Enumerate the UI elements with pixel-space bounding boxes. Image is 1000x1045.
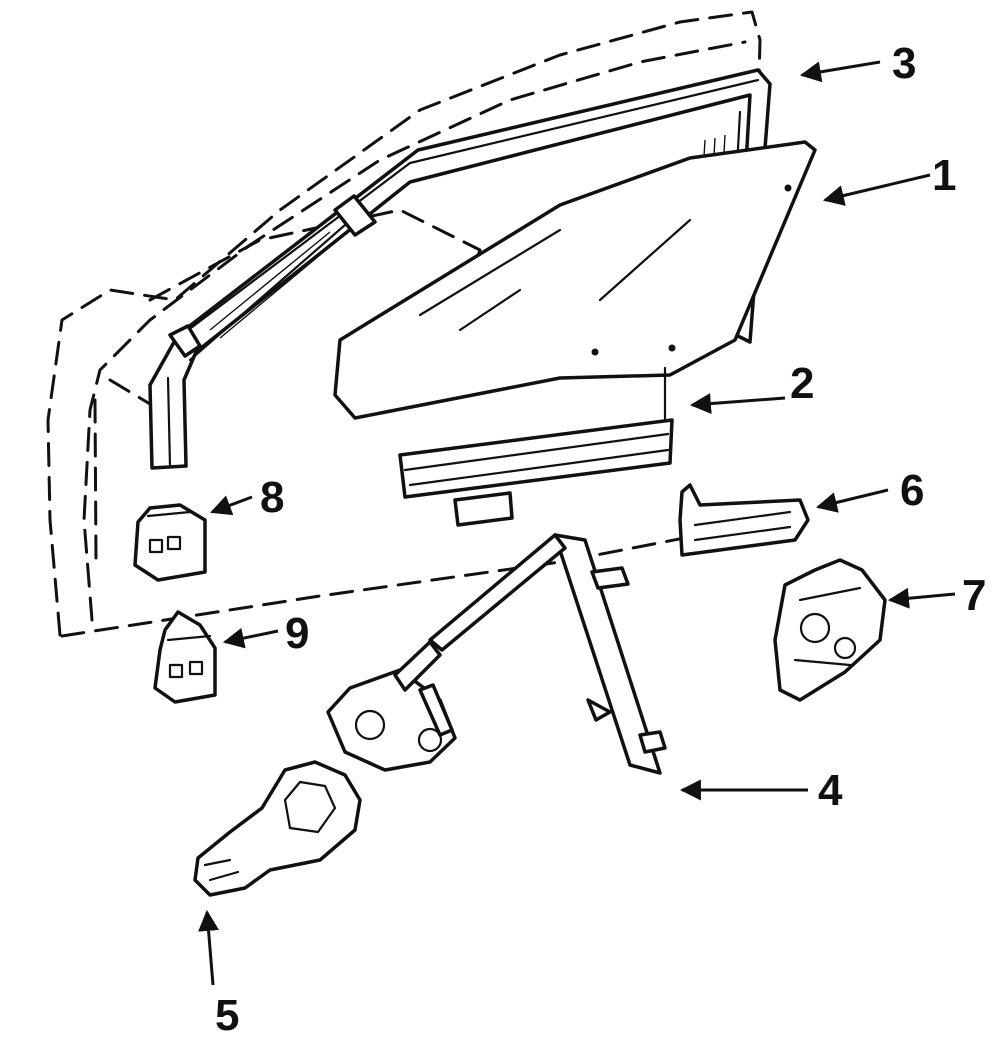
latch-part-7 [773,558,887,702]
leader-8 [210,495,253,516]
door-glass-part-1 [333,140,817,420]
callout-3: 3 [892,39,916,88]
callout-5: 5 [215,991,239,1040]
callout-labels: 1 2 3 4 5 6 7 8 9 [215,39,986,1040]
regulator-motor-part-5 [193,760,362,897]
callout-9: 9 [285,609,309,658]
callout-2: 2 [790,359,814,408]
switch-part-8 [133,503,207,582]
leader-6 [815,488,889,513]
callout-1: 1 [932,151,956,200]
leader-7 [887,587,956,609]
glass-channel-part-2 [398,366,674,527]
handle-part-6 [678,483,810,557]
callout-6: 6 [900,466,924,515]
switch-part-9 [153,610,217,704]
leader-9 [222,627,279,649]
window-regulator-part-4 [326,533,667,775]
callout-4: 4 [818,766,843,815]
leader-2 [689,393,786,415]
leader-3 [799,60,881,83]
leader-5 [198,909,220,986]
leader-1 [822,173,931,206]
callout-7: 7 [962,571,986,620]
leader-lines [198,60,956,986]
callout-8: 8 [260,473,284,522]
